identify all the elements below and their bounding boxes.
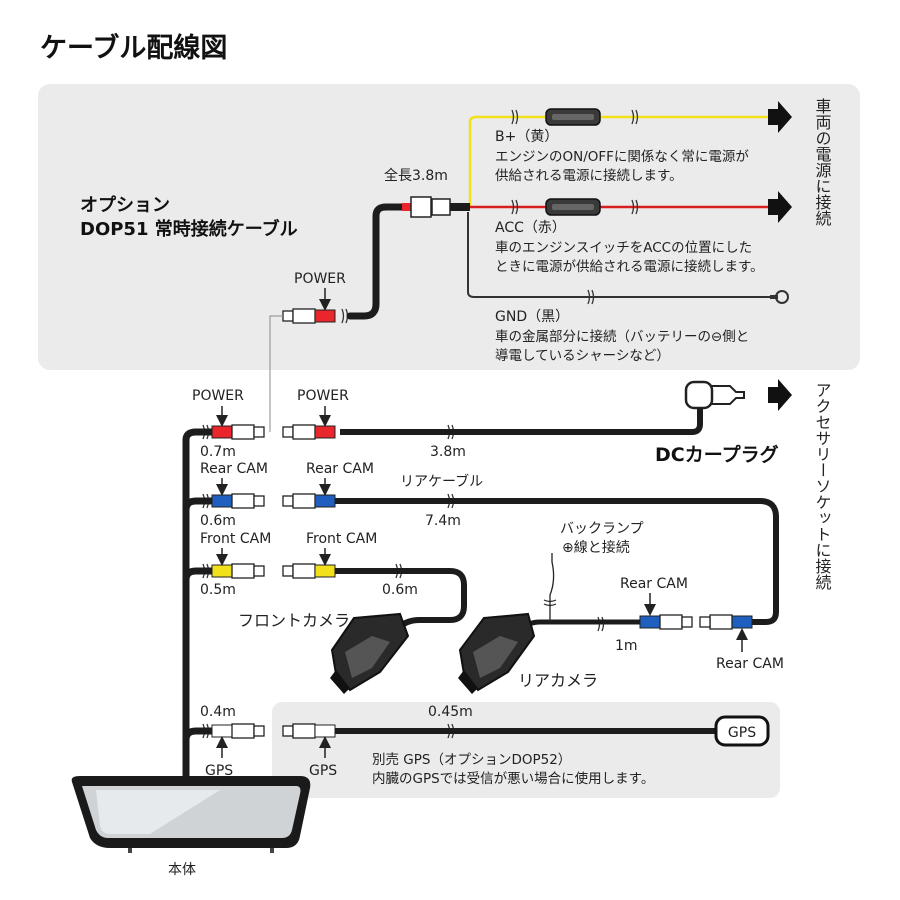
body-front-connector bbox=[211, 563, 265, 579]
rear-cable-name: リアケーブル bbox=[400, 473, 483, 490]
svg-text:ときに電源が供給される電源に接続します。: ときに電源が供給される電源に接続します。 bbox=[495, 258, 764, 275]
rear-camera-label: リアカメラ bbox=[518, 671, 598, 690]
length-rear-cable: 7.4m bbox=[425, 513, 461, 529]
yellow-wire bbox=[468, 115, 790, 207]
length-rear-body: 0.6m bbox=[200, 513, 236, 529]
rear-camera-cable bbox=[518, 619, 640, 632]
cable-rear-label: Rear CAM bbox=[306, 461, 374, 477]
accessory-socket-label: アクセサリーソケットに接続 bbox=[813, 382, 832, 590]
length-power-body: 0.7m bbox=[200, 444, 236, 460]
power-cable bbox=[340, 408, 703, 435]
cable-gps-label: GPS bbox=[309, 763, 337, 779]
gps-box-label: GPS bbox=[728, 725, 756, 741]
rear-camera-icon bbox=[458, 612, 536, 694]
back-lamp-label: バックランプ bbox=[560, 521, 644, 537]
dc-plug-icon bbox=[709, 385, 745, 405]
body-gps-connector bbox=[211, 723, 265, 739]
option-model: DOP51 常時接続ケーブル bbox=[80, 218, 298, 240]
body-gps-label: GPS bbox=[205, 763, 233, 779]
rear-cable-end-connector bbox=[699, 614, 753, 630]
page-title: ケーブル配線図 bbox=[40, 32, 227, 64]
arrow-right-icon bbox=[768, 191, 792, 223]
total-length: 全長3.8m bbox=[384, 167, 448, 184]
option-cable bbox=[346, 203, 416, 320]
length-gps-cable: 0.45m bbox=[428, 704, 473, 720]
cable-front-connector bbox=[282, 563, 336, 579]
front-camera-icon bbox=[330, 612, 410, 694]
body-rear-connector bbox=[211, 493, 265, 509]
mirror-body-icon bbox=[71, 776, 311, 853]
dc-plug-label: DCカープラグ bbox=[655, 443, 779, 466]
option-power-label: POWER bbox=[294, 271, 346, 287]
front-camera-label: フロントカメラ bbox=[238, 611, 350, 630]
back-lamp-wire bbox=[549, 553, 555, 622]
rear-cable bbox=[335, 498, 779, 625]
svg-text:供給される電源に接続します。: 供給される電源に接続します。 bbox=[495, 167, 683, 184]
body-rear-label: Rear CAM bbox=[200, 461, 268, 477]
cable-power-label: POWER bbox=[297, 388, 349, 404]
cable-gps-connector bbox=[282, 723, 336, 739]
gps-option-panel bbox=[272, 702, 780, 798]
gps-option-label: 別売 GPS（オプションDOP52） bbox=[372, 752, 571, 768]
option-power-connector bbox=[292, 308, 316, 324]
length-power-cable: 3.8m bbox=[430, 444, 466, 460]
hub-wires bbox=[467, 115, 790, 298]
length-rear-cam-cable: 1m bbox=[615, 638, 638, 654]
svg-text:導電しているシャーシなど）: 導電しているシャーシなど） bbox=[495, 348, 670, 364]
rear-camera-connector-label: Rear CAM bbox=[620, 576, 688, 592]
acc-desc: 車のエンジンスイッチをACCの位置にした bbox=[495, 240, 752, 256]
length-front-cable: 0.6m bbox=[382, 582, 418, 598]
gnd-desc: 車の金属部分に接続（バッテリーの⊖側と bbox=[495, 328, 749, 345]
rear-camera-connector bbox=[639, 614, 693, 630]
b-plus-label: B+（黄） bbox=[495, 128, 558, 145]
gps-option-desc: 内臓のGPSでは受信が悪い場合に使用します。 bbox=[372, 770, 654, 787]
acc-label: ACC（赤） bbox=[495, 220, 566, 236]
length-gps-body: 0.4m bbox=[200, 704, 236, 720]
length-front-body: 0.5m bbox=[200, 582, 236, 598]
arrow-right-icon bbox=[768, 379, 792, 411]
rear-cable-end-label: Rear CAM bbox=[716, 656, 784, 672]
gps-antenna-icon bbox=[714, 715, 770, 747]
vehicle-power-label: 車両の電源に接続 bbox=[813, 98, 832, 226]
front-cable bbox=[335, 568, 467, 632]
hub-connector bbox=[410, 196, 432, 218]
body-label: 本体 bbox=[168, 862, 196, 878]
main-trunk bbox=[182, 428, 212, 776]
option-panel bbox=[38, 84, 860, 370]
b-plus-desc: エンジンのON/OFFに関係なく常に電源が bbox=[495, 149, 749, 165]
body-front-label: Front CAM bbox=[200, 531, 271, 547]
black-wire bbox=[467, 212, 775, 298]
cable-rear-connector bbox=[282, 493, 336, 509]
arrow-right-icon bbox=[768, 101, 792, 133]
cable-power-connector bbox=[282, 424, 336, 440]
body-power-connector bbox=[211, 424, 265, 440]
body-power-label: POWER bbox=[192, 388, 244, 404]
gnd-label: GND（黒） bbox=[495, 309, 569, 325]
cable-front-label: Front CAM bbox=[306, 531, 377, 547]
option-title: オプション bbox=[80, 194, 170, 216]
back-lamp-plus: ⊕線と接続 bbox=[562, 539, 630, 556]
